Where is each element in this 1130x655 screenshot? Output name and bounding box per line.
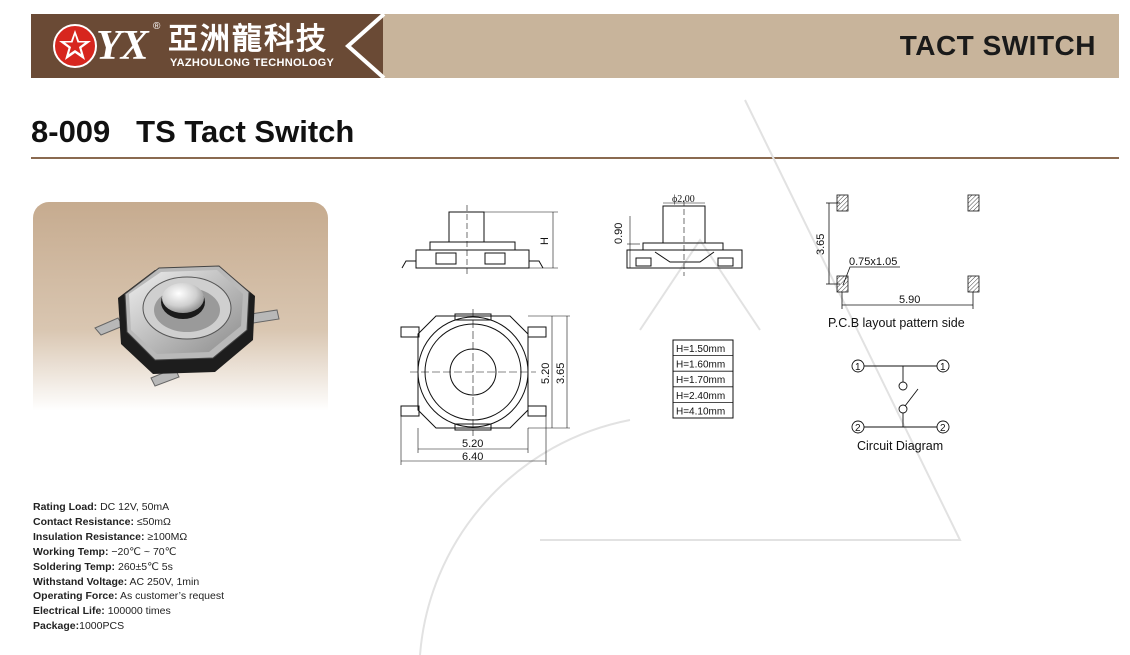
product-name: TS Tact Switch [136, 114, 355, 149]
spec-label: Electrical Life: [33, 605, 105, 618]
spec-value: ≤50mΩ [133, 515, 171, 528]
height-option: H=4.10mm [676, 406, 725, 417]
tact-switch-image [94, 265, 280, 387]
height-h-label: H [539, 237, 551, 245]
spec-label: Soldering Temp: [33, 560, 116, 573]
spec-value: AC 250V, 1min [127, 575, 200, 588]
height-option: H=1.70mm [676, 375, 725, 386]
spec-value: 260±5℃ 5s [115, 560, 173, 573]
circuit-caption: Circuit Diagram [857, 439, 943, 453]
registered-mark: ® [153, 21, 161, 32]
side-view-left [401, 205, 558, 276]
spec-value: 100000 times [104, 605, 171, 618]
specifications-list: Rating Load: DC 12V, 50mA Contact Resist… [33, 500, 224, 634]
spec-value: 1000PCS [79, 620, 125, 633]
spec-row: Electrical Life: 100000 times [33, 604, 224, 619]
spec-label: Operating Force: [33, 590, 118, 603]
product-photo [33, 202, 328, 434]
spec-row: Package:1000PCS [33, 619, 224, 634]
pcb-layout [826, 194, 980, 309]
side-view-right [626, 200, 743, 276]
pcb-pad-size: 0.75x1.05 [849, 256, 897, 268]
spec-value: −20℃ ~ 70℃ [108, 545, 177, 558]
spec-row: Soldering Temp: 260±5℃ 5s [33, 560, 224, 575]
spec-label: Insulation Resistance: [33, 530, 145, 543]
spec-row: Contact Resistance: ≤50mΩ [33, 515, 224, 530]
circuit-pin-2-left: 2 [855, 423, 861, 434]
circuit-pin-1-right: 1 [940, 362, 946, 373]
dim-520-vertical: 5.20 [540, 363, 552, 384]
page-title: 8-009 TS Tact Switch [31, 114, 354, 150]
category-title: TACT SWITCH [899, 30, 1096, 61]
spec-label: Rating Load: [33, 501, 98, 513]
spec-row: Insulation Resistance: ≥100MΩ [33, 530, 224, 545]
height-option: H=1.60mm [676, 360, 725, 371]
spec-value: DC 12V, 50mA [97, 501, 170, 513]
model-number: 8-009 [31, 114, 111, 149]
spec-value: As customer’s request [117, 590, 225, 603]
pcb-dim-365: 3.65 [815, 234, 827, 255]
spec-row: Withstand Voltage: AC 250V, 1min [33, 575, 224, 590]
top-view [400, 309, 570, 465]
spec-label: Contact Resistance: [33, 515, 134, 528]
dim-520-horizontal: 5.20 [462, 438, 483, 450]
dim-640-horizontal: 6.40 [462, 451, 483, 463]
circuit-diagram [851, 359, 950, 434]
height-option: H=2.40mm [676, 391, 725, 402]
spec-row: Operating Force: As customer’s request [33, 589, 224, 604]
pcb-dim-590: 5.90 [899, 294, 920, 306]
company-name-english: YAZHOULONG TECHNOLOGY [170, 57, 335, 69]
spec-row: Working Temp: −20℃ ~ 70℃ [33, 545, 224, 560]
banner-chevron-shape [340, 14, 386, 78]
spec-label: Withstand Voltage: [33, 575, 128, 588]
company-name-chinese: 亞洲龍科技 [168, 22, 328, 57]
logo-star-icon [53, 24, 97, 68]
height-options-table: H=1.50mm H=1.60mm H=1.70mm H=2.40mm H=4.… [672, 339, 734, 419]
pcb-caption: P.C.B layout pattern side [828, 316, 965, 330]
spec-label: Package: [33, 620, 80, 633]
watermark [419, 99, 962, 655]
spec-row: Rating Load: DC 12V, 50mA [33, 500, 224, 515]
phi-diameter-label: ϕ2.00 [672, 194, 695, 205]
logo-mark: YX [96, 23, 149, 69]
circuit-pin-2-right: 2 [940, 423, 946, 434]
title-divider [31, 157, 1119, 159]
spec-label: Working Temp: [33, 545, 109, 558]
spec-value: ≥100MΩ [144, 530, 188, 543]
circuit-pin-1-left: 1 [855, 362, 861, 373]
dim-090-label: 0.90 [613, 223, 625, 244]
dim-365-vertical: 3.65 [555, 363, 567, 384]
height-option: H=1.50mm [676, 344, 725, 355]
